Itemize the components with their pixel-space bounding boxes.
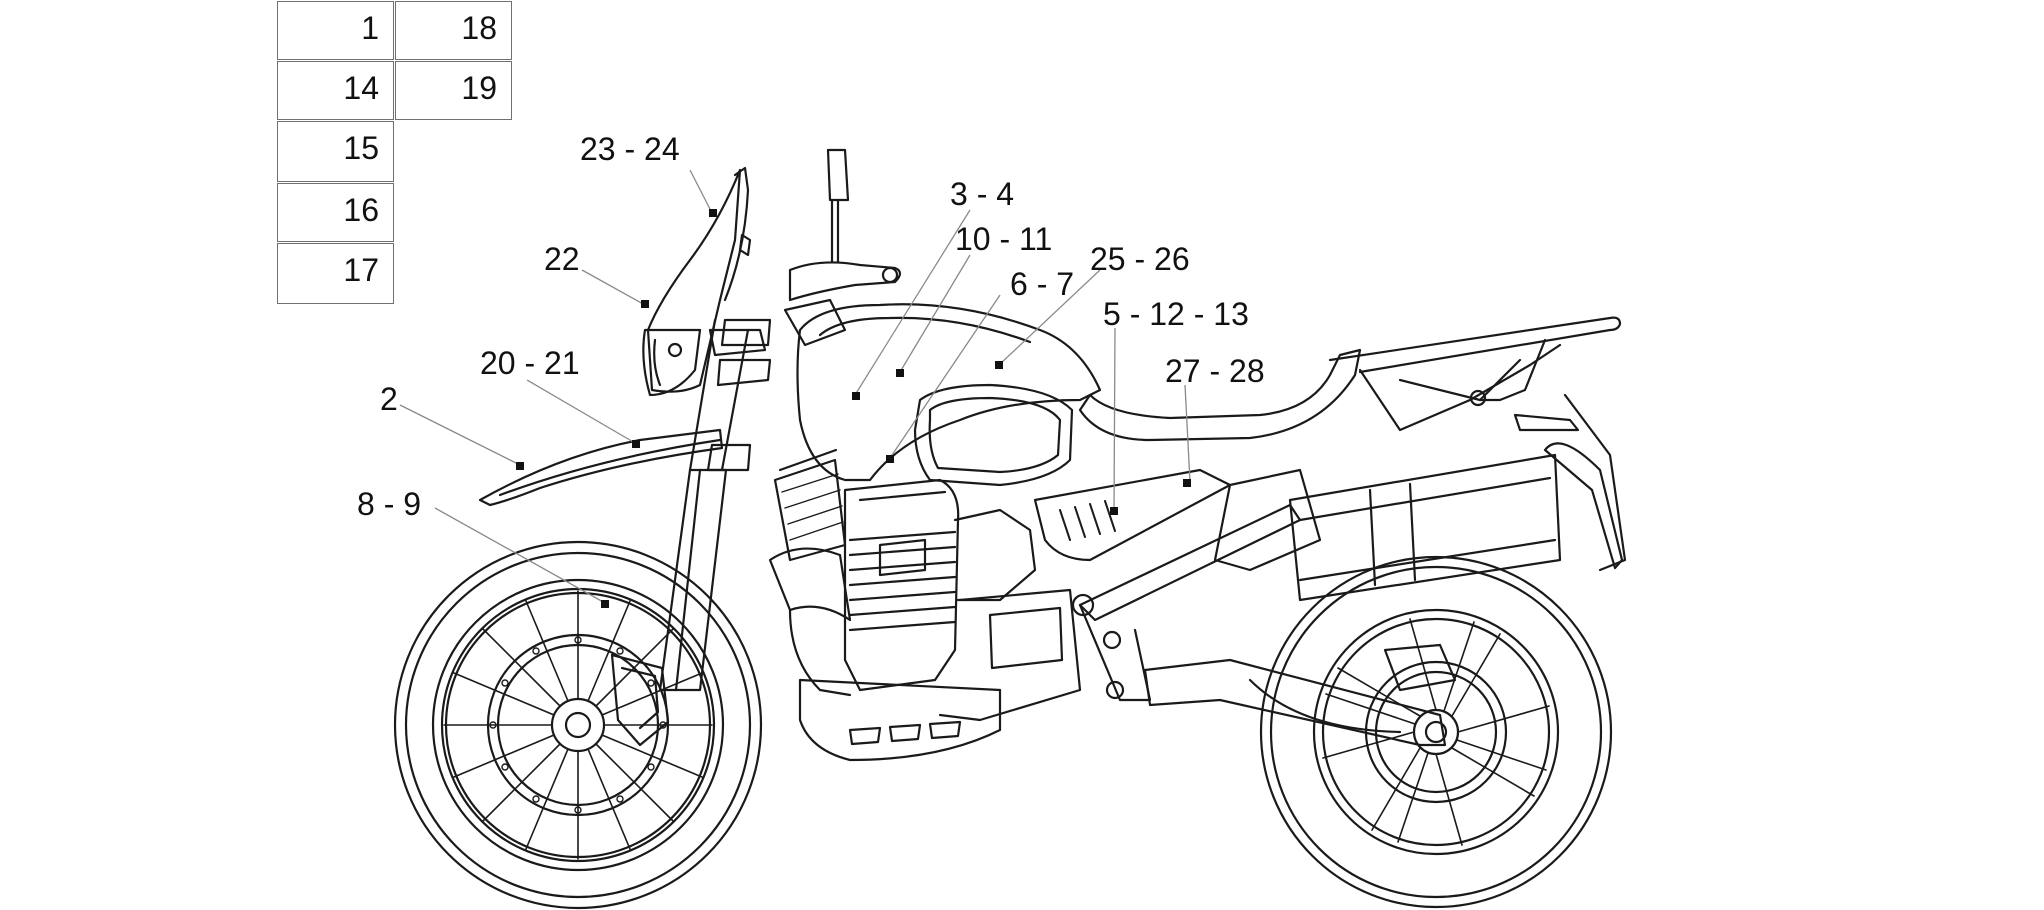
legend-box-18: 18: [395, 1, 512, 60]
callout-22: 22: [544, 241, 580, 277]
seat: [1078, 348, 1362, 442]
legend-label: 19: [461, 70, 497, 106]
luggage-rack: [1328, 316, 1622, 374]
rear-wheel: [1259, 555, 1613, 909]
legend-box-16: 16: [277, 183, 394, 242]
mirror: [826, 148, 850, 202]
legend-box-19: 19: [395, 61, 512, 120]
radiator-grille: [773, 458, 847, 562]
callout-27-28: 27 - 28: [1165, 353, 1265, 389]
legend-box-15: 15: [277, 121, 394, 182]
tank-knee-pad: [913, 383, 1074, 487]
legend-label: 14: [343, 70, 379, 106]
legend-box-14: 14: [277, 61, 394, 120]
callout-3-4: 3 - 4: [950, 176, 1014, 212]
rear-brake-caliper: [1383, 643, 1457, 692]
legend-box-1: 1: [277, 1, 394, 60]
leader-lines: [399, 169, 1191, 604]
callout-markers: [516, 209, 1191, 608]
engine-skid-plate: [798, 678, 1002, 762]
handlebar: [788, 261, 902, 302]
legend-label: 16: [343, 192, 379, 228]
legend-box-17: 17: [277, 243, 394, 304]
callout-10-11: 10 - 11: [955, 221, 1052, 257]
callout-5-12-13: 5 - 12 - 13: [1103, 296, 1249, 332]
side-panel: [1033, 468, 1232, 562]
legend-label: 1: [361, 10, 379, 46]
rear-wheel-spokes: [1322, 618, 1550, 846]
swingarm: [1143, 658, 1447, 747]
callout-8-9: 8 - 9: [357, 486, 421, 522]
callout-23-24: 23 - 24: [580, 131, 680, 167]
callout-6-7: 6 - 7: [1010, 266, 1074, 302]
front-brake-caliper: [610, 653, 670, 747]
pannier: [1288, 453, 1562, 602]
legend-label: 18: [461, 10, 497, 46]
windscreen: [646, 168, 742, 393]
callout-25-26: 25 - 26: [1090, 241, 1190, 277]
legend-label: 17: [343, 252, 379, 288]
callout-20-21: 20 - 21: [480, 345, 580, 381]
legend-label: 15: [343, 130, 379, 166]
front-fender: [478, 428, 724, 507]
brake-disc-holes: [489, 636, 667, 814]
exhaust-header: [768, 547, 852, 622]
callout-2: 2: [380, 381, 398, 417]
engine-cylinder: [843, 478, 960, 692]
headlight: [642, 328, 702, 397]
fuel-tank: [796, 303, 1102, 482]
front-wheel-spokes: [443, 590, 713, 860]
